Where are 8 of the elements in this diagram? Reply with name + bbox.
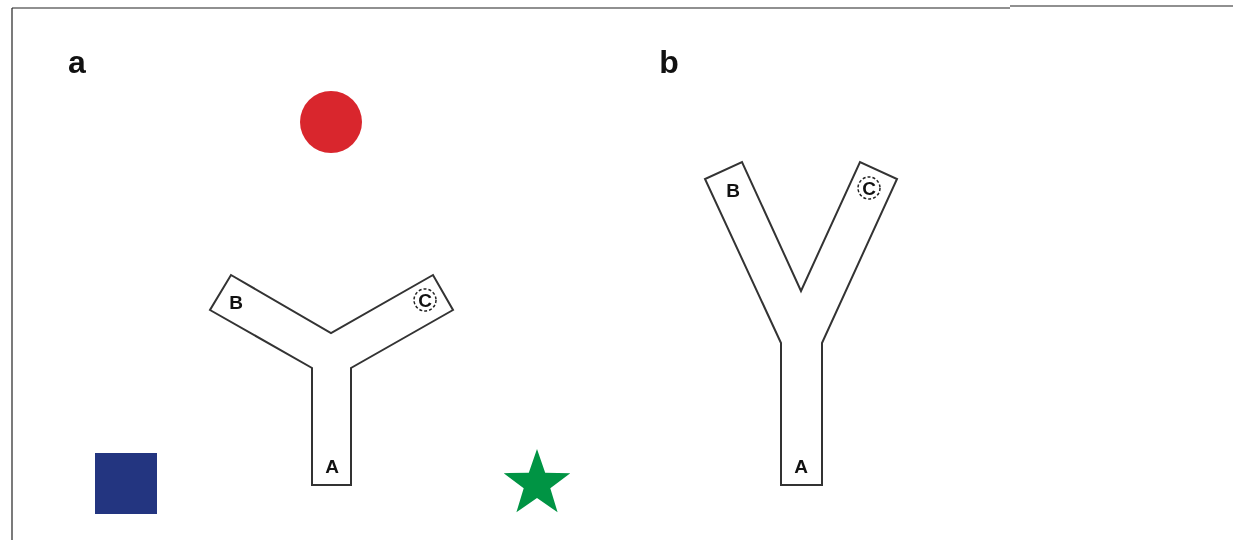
- panel-label: b: [659, 46, 679, 78]
- arm-label: B: [726, 180, 740, 200]
- arm-label: B: [229, 292, 243, 312]
- arm-label: C: [862, 178, 876, 198]
- panel-label: a: [68, 46, 86, 78]
- arm-label: C: [418, 290, 432, 310]
- arm-label: A: [325, 456, 339, 476]
- arm-label: A: [794, 456, 808, 476]
